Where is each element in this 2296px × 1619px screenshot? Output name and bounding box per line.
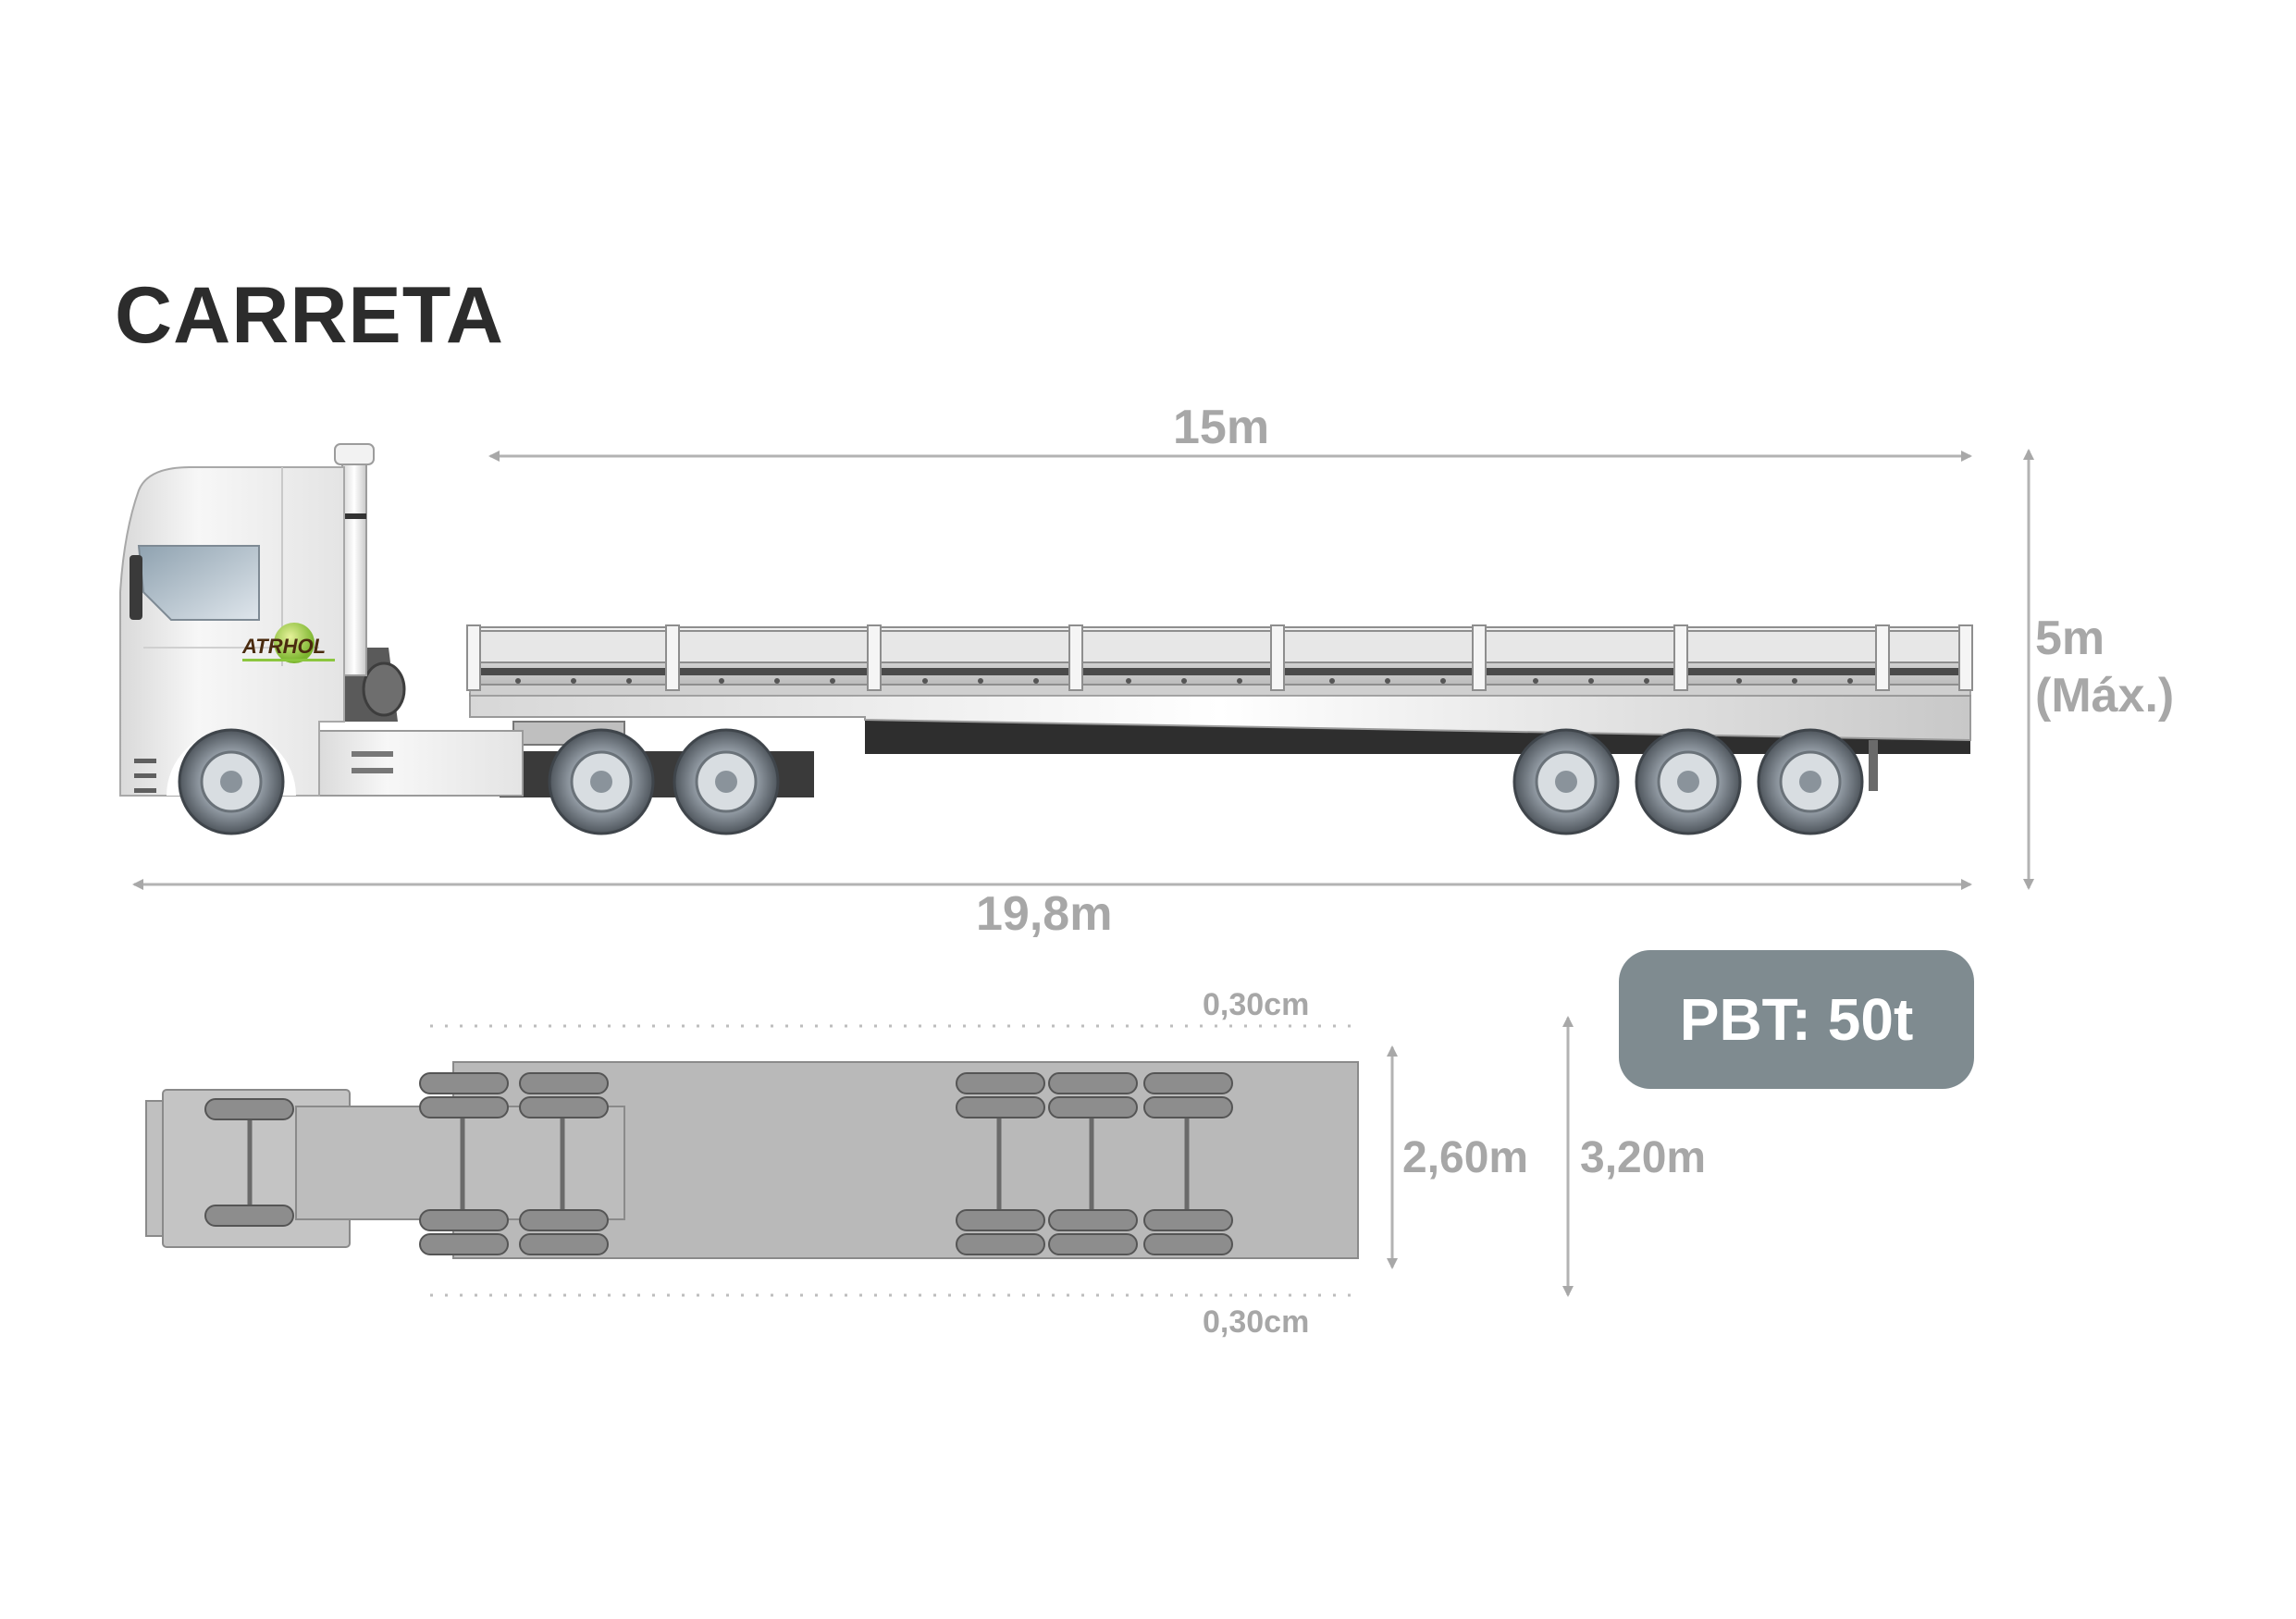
- truck-side-illustration: ATRHOL: [119, 443, 1973, 797]
- truck-top-illustration: [145, 1024, 1360, 1297]
- top-margin-label: 0,30cm: [1203, 987, 1310, 1022]
- atrhol-logo: ATRHOL: [241, 623, 335, 663]
- body-width-label: 2,60m: [1402, 1133, 1529, 1182]
- logo-text: ATRHOL: [241, 635, 326, 658]
- page-title: CARRETA: [115, 271, 505, 360]
- total-width-label: 3,20m: [1580, 1133, 1707, 1182]
- trailer-length-label: 15m: [1173, 401, 1270, 454]
- max-height-value: 5m: [2035, 612, 2105, 665]
- pbt-badge: PBT: 50t: [1619, 950, 1974, 1089]
- max-height-note: (Máx.): [2035, 669, 2175, 723]
- total-length-label: 19,8m: [976, 887, 1113, 941]
- side-view-wheels: [178, 728, 1864, 835]
- bottom-margin-label: 0,30cm: [1203, 1304, 1310, 1340]
